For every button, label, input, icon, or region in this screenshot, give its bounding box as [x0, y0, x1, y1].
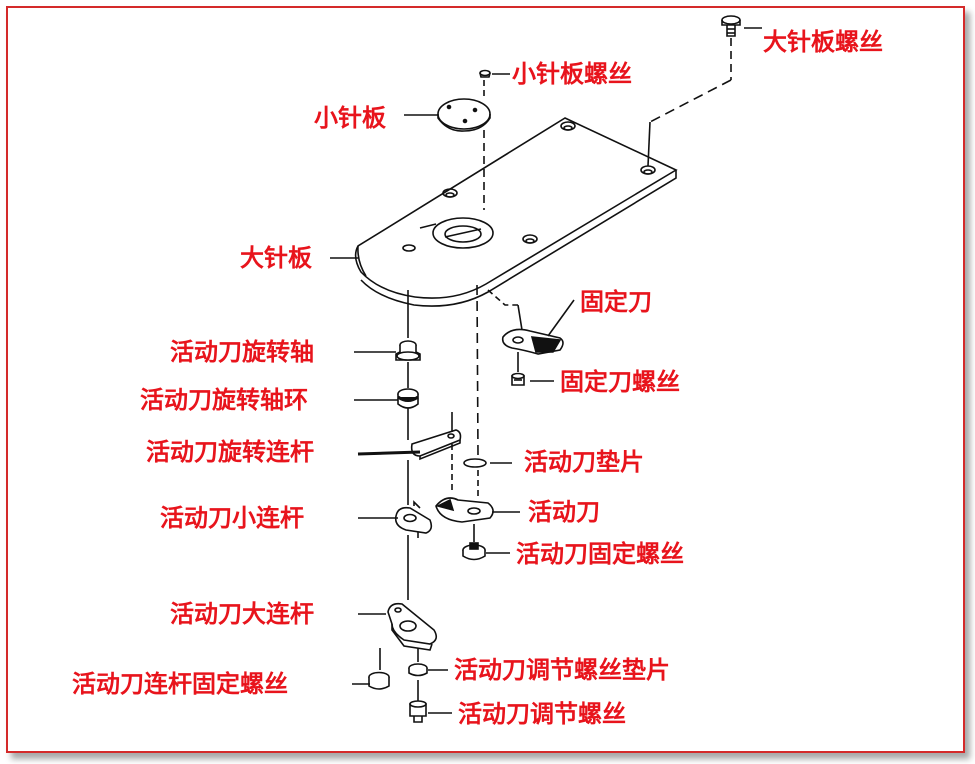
pivot-ring-drawing: [397, 388, 419, 409]
small-link-drawing: [394, 500, 433, 538]
label-small-plate: 小针板: [314, 103, 386, 132]
label-moving-knife-large-link: 活动刀大连杆: [170, 599, 314, 628]
adjust-screw-drawing: [409, 680, 427, 723]
label-moving-knife-small-link: 活动刀小连杆: [160, 503, 304, 532]
label-fixed-knife: 固定刀: [580, 287, 652, 316]
label-moving-knife-adjust-screw: 活动刀调节螺丝: [458, 699, 626, 728]
label-moving-knife-fix-screw: 活动刀固定螺丝: [516, 539, 684, 568]
large-link-drawing: [387, 602, 438, 651]
large-needle-plate-drawing: [354, 117, 678, 307]
label-moving-knife-pivot-ring: 活动刀旋转轴环: [140, 385, 308, 414]
fixed-knife-drawing: [501, 328, 564, 355]
label-moving-knife-link-fix-screw: 活动刀连杆固定螺丝: [72, 669, 288, 698]
label-moving-knife-washer: 活动刀垫片: [524, 447, 644, 476]
rotating-link-drawing: [410, 412, 462, 461]
moving-knife-drawing: [435, 497, 494, 523]
label-moving-knife-rotating-link: 活动刀旋转连杆: [146, 437, 314, 466]
small-plate-screw-drawing: [479, 69, 491, 78]
fixed-knife-screw-drawing: [511, 352, 525, 386]
label-moving-knife: 活动刀: [528, 497, 600, 526]
label-large-plate: 大针板: [240, 243, 312, 272]
knife-fix-screw-drawing: [462, 524, 486, 561]
adjust-washer-drawing: [408, 648, 428, 677]
label-fixed-knife-screw: 固定刀螺丝: [560, 367, 680, 396]
leader-lines: [330, 27, 762, 714]
small-needle-plate-drawing: [437, 98, 491, 132]
large-plate-screw-drawing: [721, 15, 741, 37]
label-small-plate-screw: 小针板螺丝: [512, 59, 632, 88]
link-fix-screw-drawing: [368, 648, 390, 690]
label-moving-knife-pivot: 活动刀旋转轴: [170, 337, 314, 366]
label-moving-knife-adjust-washer: 活动刀调节螺丝垫片: [454, 655, 670, 684]
label-large-plate-screw: 大针板螺丝: [763, 27, 883, 56]
diagram-frame: [6, 6, 965, 753]
washer-drawing: [463, 458, 487, 468]
pivot-shaft-drawing: [395, 340, 421, 361]
